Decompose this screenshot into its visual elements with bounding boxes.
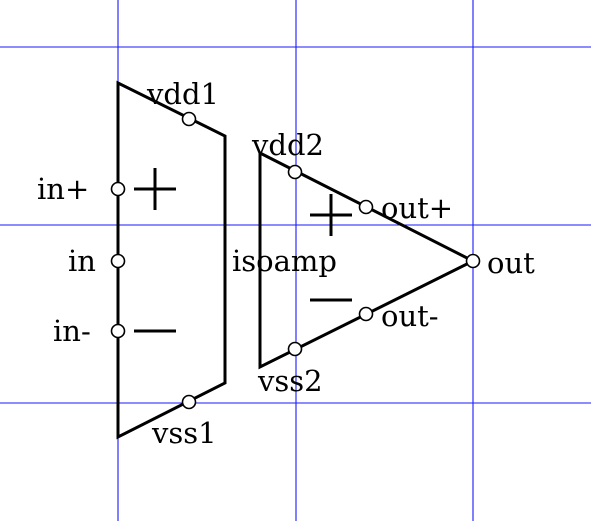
pin-in-minus[interactable] bbox=[110, 323, 126, 339]
input-stage-body bbox=[116, 80, 227, 440]
output-plus-sign bbox=[310, 194, 352, 236]
label-out: out bbox=[487, 246, 535, 280]
label-vss1: vss1 bbox=[151, 416, 217, 450]
pin-in-plus[interactable] bbox=[110, 181, 126, 197]
label-vdd2: vdd2 bbox=[251, 128, 324, 162]
pin-out[interactable] bbox=[465, 253, 481, 269]
label-in-minus: in- bbox=[53, 314, 91, 348]
pin-vdd1[interactable] bbox=[181, 111, 197, 127]
pin-vss1[interactable] bbox=[181, 394, 197, 410]
component-name: isoamp bbox=[232, 244, 337, 278]
input-plus-sign bbox=[134, 168, 176, 210]
label-in: in bbox=[68, 244, 96, 278]
pin-out-minus[interactable] bbox=[358, 306, 374, 322]
pin-in[interactable] bbox=[110, 253, 126, 269]
label-vdd1: vdd1 bbox=[146, 77, 219, 111]
label-out-minus: out- bbox=[381, 299, 439, 333]
label-out-plus: out+ bbox=[381, 191, 453, 225]
pin-vss2[interactable] bbox=[287, 341, 303, 357]
pin-out-plus[interactable] bbox=[358, 199, 374, 215]
label-in-plus: in+ bbox=[37, 172, 89, 206]
label-vss2: vss2 bbox=[257, 364, 323, 398]
pin-vdd2[interactable] bbox=[287, 164, 303, 180]
